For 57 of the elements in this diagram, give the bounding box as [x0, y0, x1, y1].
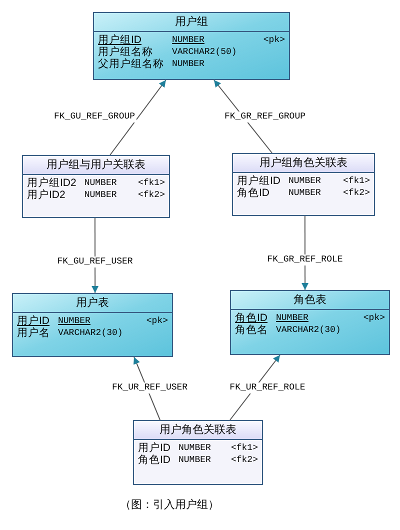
table-box: [232, 153, 375, 216]
key-tag: <fk2>: [138, 189, 165, 201]
table-title: 用户组与用户关联表: [46, 158, 146, 172]
table-box: [133, 420, 263, 485]
column-type: NUMBER: [172, 58, 206, 70]
column-name: 用户组ID2: [27, 177, 76, 189]
column-name: 用户ID: [138, 442, 170, 454]
table-box: [93, 12, 290, 80]
table-title: 用户表: [76, 296, 109, 310]
column-name: 父用户组名称: [98, 58, 164, 70]
column-name: 角色ID: [235, 312, 268, 324]
key-tag: <fk1>: [138, 177, 165, 189]
edge-label: FK_GR_REF_ROLE: [266, 254, 344, 266]
key-tag: <fk2>: [230, 454, 258, 466]
column-type: NUMBER: [288, 175, 321, 187]
edge-label: FK_UR_REF_USER: [110, 382, 189, 394]
arrow: [302, 216, 309, 290]
key-tag: <fk2>: [342, 187, 370, 199]
table-title: 用户组: [175, 15, 208, 29]
column-type: NUMBER: [58, 315, 92, 327]
column-type: NUMBER: [84, 189, 117, 201]
column-name: 角色ID: [138, 454, 170, 466]
key-tag: <pk>: [146, 315, 168, 327]
table-title: 用户组角色关联表: [260, 156, 348, 170]
column-type: VARCHAR2(30): [276, 324, 341, 336]
table-box: [12, 293, 173, 357]
column-name: 用户组ID: [237, 175, 280, 187]
column-type: VARCHAR2(30): [58, 327, 123, 339]
column-name: 用户组ID: [98, 34, 142, 46]
key-tag: <pk>: [263, 34, 285, 46]
column-name: 用户ID2: [27, 189, 66, 201]
column-name: 角色名: [235, 324, 268, 336]
column-name: 用户ID: [17, 315, 50, 327]
edge-label: FK_UR_REF_ROLE: [228, 382, 306, 394]
table-title: 用户角色关联表: [160, 423, 236, 437]
caption: （图：引入用户组）: [120, 498, 219, 513]
column-type: NUMBER: [288, 187, 321, 199]
column-type: NUMBER: [84, 177, 117, 189]
column-type: NUMBER: [276, 312, 310, 324]
table-box: [22, 155, 170, 218]
key-tag: <pk>: [363, 312, 385, 324]
edge-label: FK_GR_REF_GROUP: [223, 111, 306, 122]
column-type: NUMBER: [178, 442, 211, 454]
column-name: 用户名: [17, 327, 50, 339]
arrow: [110, 80, 166, 156]
edge-label: FK_GU_REF_USER: [56, 256, 134, 268]
key-tag: <fk1>: [342, 175, 370, 187]
column-name: 角色ID: [237, 187, 270, 199]
key-tag: <fk1>: [230, 442, 258, 454]
column-type: NUMBER: [178, 454, 211, 466]
arrow: [92, 218, 99, 294]
table-box: [230, 290, 390, 355]
column-name: 用户组名称: [98, 46, 154, 58]
column-type: VARCHAR2(50): [172, 46, 237, 58]
edge-label: FK_GU_REF_GROUP: [53, 111, 136, 122]
table-title: 角色表: [294, 293, 326, 307]
column-type: NUMBER: [172, 34, 206, 46]
